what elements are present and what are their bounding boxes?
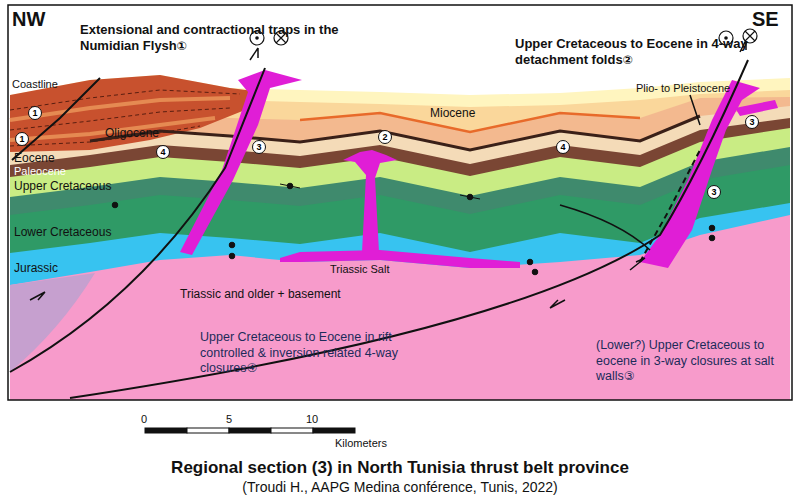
compass-label: SE bbox=[752, 8, 779, 31]
trap-description: (Lower?) Upper Cretaceous to eocene in 3… bbox=[596, 338, 774, 383]
figure-title: Regional section (3) in North Tunisia th… bbox=[0, 458, 800, 478]
unit-label: Oligocene bbox=[105, 127, 159, 141]
scale-label: 0 bbox=[141, 413, 147, 426]
footwall-block bbox=[10, 273, 95, 372]
slip-arrow bbox=[550, 300, 565, 308]
scale-label: 5 bbox=[226, 413, 232, 426]
compass-label: NW bbox=[12, 8, 45, 31]
callout-circle: 1 bbox=[15, 132, 29, 146]
plio-layer bbox=[10, 75, 790, 400]
dip-marker bbox=[112, 183, 715, 275]
flysch-bedding bbox=[10, 90, 240, 110]
section-frame bbox=[8, 5, 792, 400]
trap-description: Upper Cretaceous to Eocene in rift contr… bbox=[200, 330, 398, 375]
scale-label: 10 bbox=[306, 413, 318, 426]
thrust-fault bbox=[10, 68, 265, 372]
figure-caption: (Troudi H., AAPG Medina conférence, Tuni… bbox=[0, 479, 800, 495]
unit-label: Triassic and older + basement bbox=[180, 288, 341, 302]
callout-number: 4 bbox=[160, 148, 165, 157]
trap-note: Upper Cretaceous to Eocene in rift contr… bbox=[200, 330, 432, 377]
trap-number: ① bbox=[177, 39, 187, 53]
callout-number: 2 bbox=[382, 133, 387, 142]
unit-label: Triassic Salt bbox=[330, 263, 390, 276]
callout-circle: 4 bbox=[556, 140, 570, 154]
trap-note: Upper Cretaceous to Eocene in 4-way deta… bbox=[515, 36, 770, 69]
trap-note: Extensional and contractional traps in t… bbox=[80, 22, 355, 55]
fault-dashes bbox=[640, 150, 700, 262]
salt-diapir bbox=[343, 150, 397, 252]
lower-upper-cretaceous-layer bbox=[10, 147, 790, 400]
slip-arrow bbox=[250, 48, 258, 60]
unit-label: Paleocene bbox=[14, 165, 66, 178]
callout-number: 3 bbox=[256, 143, 261, 152]
trap-number: ④ bbox=[247, 361, 258, 375]
unit-label: Plio- to Pleistocene bbox=[636, 82, 730, 95]
callout-circle: 3 bbox=[745, 115, 759, 129]
scale-label: Kilometers bbox=[335, 437, 387, 450]
slip-arrow bbox=[30, 292, 45, 300]
salt-layer bbox=[280, 250, 520, 268]
trap-number: ③ bbox=[624, 369, 635, 383]
callout-circle: 4 bbox=[156, 145, 170, 159]
callout-circle: 1 bbox=[28, 106, 42, 120]
unit-label: Miocene bbox=[430, 107, 475, 121]
thrust-fault bbox=[12, 78, 100, 160]
salt-wing bbox=[735, 100, 778, 116]
slip-arrow bbox=[630, 258, 645, 270]
callout-number: 3 bbox=[711, 188, 716, 197]
unit-label: Lower Cretaceous bbox=[14, 226, 111, 240]
unit-label: Coastline bbox=[12, 78, 58, 91]
salt-weld bbox=[180, 70, 302, 255]
normal-fault bbox=[690, 95, 700, 125]
callout-number: 4 bbox=[560, 143, 565, 152]
unit-label: Upper Cretaceous bbox=[14, 180, 111, 194]
upper-cretaceous-layer bbox=[10, 128, 790, 400]
callout-number: 1 bbox=[19, 135, 24, 144]
callout-number: 3 bbox=[749, 118, 754, 127]
callout-number: 1 bbox=[32, 109, 37, 118]
flysch-unit bbox=[10, 75, 262, 152]
callout-circle: 3 bbox=[252, 140, 266, 154]
trap-description: Extensional and contractional traps in t… bbox=[80, 22, 339, 53]
trap-note: (Lower?) Upper Cretaceous to eocene in 3… bbox=[596, 338, 784, 385]
unit-label: Eocene bbox=[14, 152, 55, 166]
unit-label: Jurassic bbox=[14, 262, 58, 276]
callout-circle: 2 bbox=[378, 130, 392, 144]
callout-circle: 3 bbox=[707, 185, 721, 199]
normal-fault bbox=[560, 205, 650, 250]
scale-bar bbox=[145, 428, 355, 433]
reservoir-horizon bbox=[90, 116, 700, 150]
trap-number: ② bbox=[623, 53, 633, 67]
flysch-band bbox=[10, 98, 230, 120]
